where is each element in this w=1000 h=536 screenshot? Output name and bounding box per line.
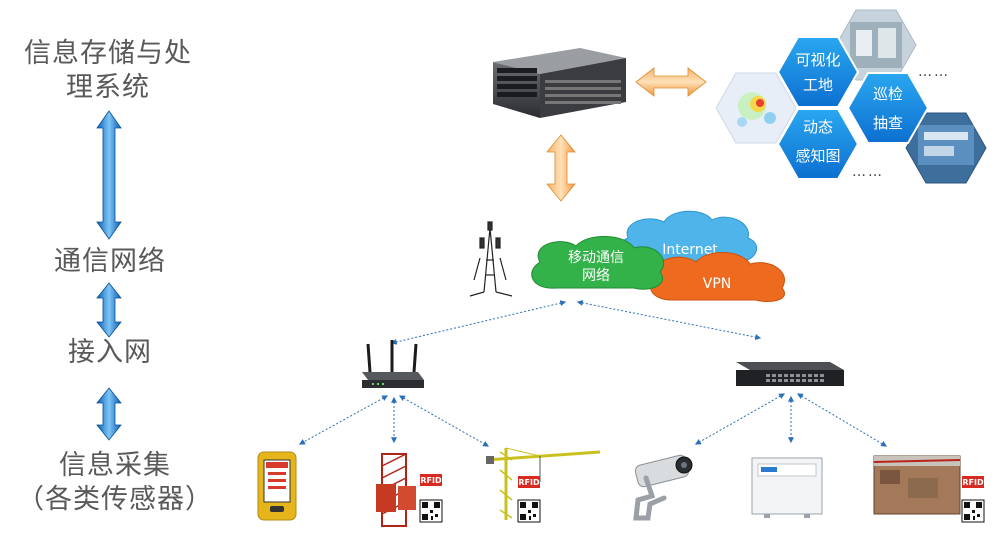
hex-dynamic-map-line1: 动态 [803, 118, 833, 136]
hex-visual-site-line2: 工地 [803, 76, 833, 94]
switch-icon [736, 362, 844, 386]
site-photo-bottom-icon [905, 112, 987, 184]
site-photo-icon [873, 455, 961, 515]
layer-label-collection: 信息采集 （各类传感器） [15, 449, 215, 517]
qr-code-icon [961, 499, 985, 523]
cloud-vpn: VPN [649, 251, 785, 302]
qr-code-icon [419, 499, 443, 523]
rfid-tag-hoist: RFID [419, 474, 443, 523]
hoist-icon [376, 453, 416, 527]
camera-icon [633, 454, 693, 521]
link-cloud-switch [576, 299, 762, 341]
rfid-label-site: RFID [962, 478, 984, 487]
hex-ellipsis-top: …… [918, 64, 950, 80]
link-cloud-router [390, 300, 567, 345]
app-hexagon-cluster: 可视化 工地 巡检 抽查 动态 感知图 …… …… [715, 9, 987, 184]
hex-dynamic-map-line2: 感知图 [795, 147, 840, 165]
cloud-internet-label: Internet [662, 242, 718, 258]
arrow-access-collection [96, 387, 122, 441]
layer-label-access-text: 接入网 [68, 337, 152, 368]
qr-code-icon [517, 499, 541, 523]
link-router-crane [398, 395, 490, 447]
rfid-tag-crane: RFID [517, 476, 541, 523]
layer-label-access: 接入网 [40, 336, 180, 370]
layer-label-network: 通信网络 [30, 245, 190, 279]
site-photo-top-icon [835, 9, 917, 81]
layer-label-storage-text: 信息存储与处理系统 [24, 38, 192, 103]
link-router-handheld [298, 395, 389, 445]
hex-visual-site-line1: 可视化 [795, 51, 840, 69]
hex-inspection-line1: 巡检 [873, 85, 903, 103]
network-links [298, 299, 888, 447]
hex-ellipsis-bottom: …… [852, 164, 884, 180]
rfid-label-crane: RFID [518, 478, 540, 487]
heatmap-photo-icon [715, 72, 797, 144]
cloud-mobile: 移动通信 网络 [531, 235, 665, 290]
cloud-mobile-line1: 移动通信 [568, 250, 624, 266]
arrow-network-access [96, 282, 122, 338]
tower-icon [469, 221, 513, 297]
link-switch-site [796, 393, 888, 447]
arrow-server-network [546, 134, 576, 202]
server-icon [493, 48, 626, 118]
layer-label-collection-line1: 信息采集 [59, 450, 171, 481]
arrow-server-apps [635, 67, 707, 97]
handheld-icon [257, 451, 297, 521]
hex-inspection-line2: 抽查 [873, 114, 903, 132]
crane-icon [485, 447, 601, 520]
cloud-mobile-line2: 网络 [582, 268, 610, 284]
sensor-box-icon [751, 457, 823, 518]
rfid-label-hoist: RFID [420, 476, 442, 485]
layer-label-network-text: 通信网络 [54, 246, 166, 277]
layer-label-collection-line2: （各类传感器） [17, 484, 213, 515]
layer-label-storage: 信息存储与处理系统 [18, 37, 198, 105]
cloud-vpn-label: VPN [703, 276, 732, 292]
link-switch-camera [694, 393, 786, 445]
router-icon [362, 340, 424, 388]
rfid-tag-site: RFID [961, 476, 985, 523]
arrow-storage-network [96, 110, 122, 240]
